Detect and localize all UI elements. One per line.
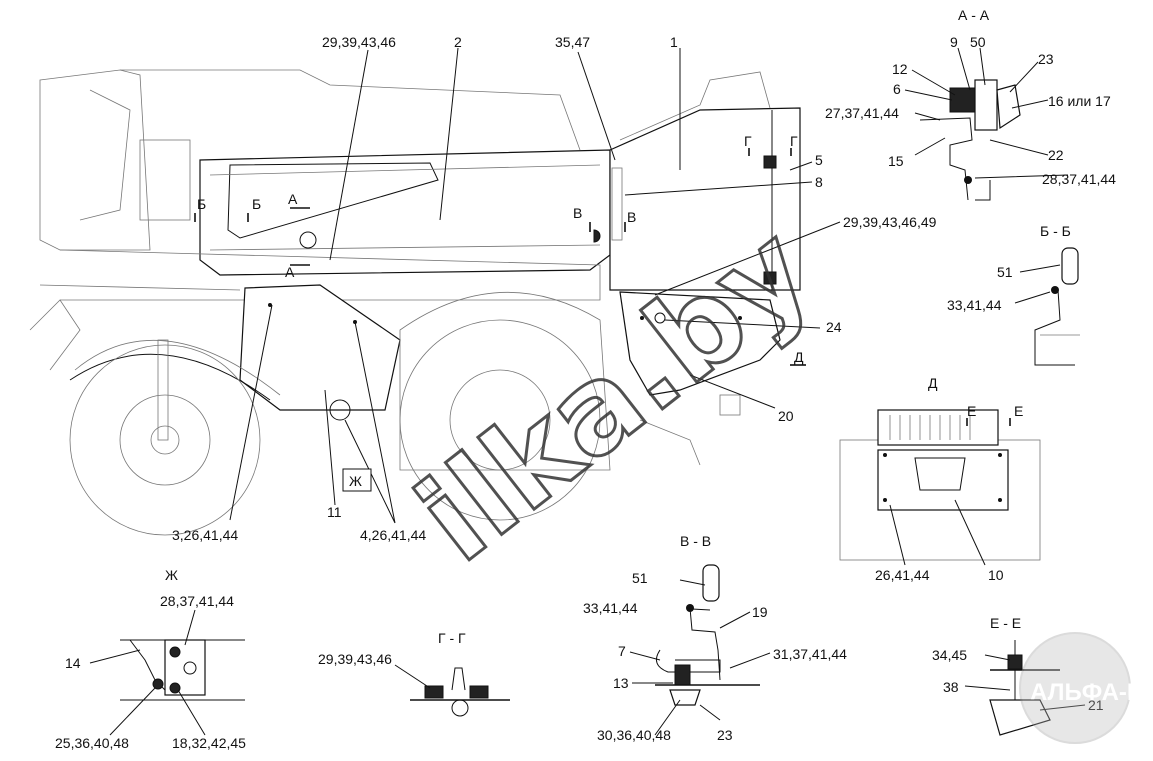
label-24: 24: [826, 319, 842, 335]
aa-label-15: 15: [888, 153, 904, 169]
gg-label-29-39-43-46: 29,39,43,46: [318, 651, 392, 667]
cut-markers: Б Б А А В В Г Г Д: [194, 133, 806, 366]
vv-label-23: 23: [717, 727, 733, 743]
label-3-26-41-44: 3,26,41,44: [172, 527, 238, 543]
vv-label-51: 51: [632, 570, 648, 586]
label-20: 20: [778, 408, 794, 424]
main-labels: 29,39,43,46 2 35,47 1 5 8 29,39,43,46,49…: [172, 34, 937, 543]
section-ee: Е - Е 34,45 38 21: [932, 615, 1104, 736]
vv-label-30-36-40-48: 30,36,40,48: [597, 727, 671, 743]
label-1: 1: [670, 34, 678, 50]
cut-b-left: Б: [197, 196, 206, 212]
zh-label-14: 14: [65, 655, 81, 671]
view-zh-title: Ж: [165, 567, 178, 583]
ee-label-34-45: 34,45: [932, 647, 967, 663]
label-11: 11: [327, 504, 342, 520]
bb-label-33-41-44: 33,41,44: [947, 297, 1002, 313]
main-view: [29, 69, 801, 536]
section-bb: Б - Б 51 33,41,44: [947, 223, 1080, 366]
view-zh: Ж 28,37,41,44 14 25,36,40,48 18,32,42,45: [55, 567, 246, 751]
label-4-26-41-44: 4,26,41,44: [360, 527, 426, 543]
vv-label-13: 13: [613, 675, 629, 691]
ee-label-21: 21: [1088, 697, 1104, 713]
label-29-39-43-46: 29,39,43,46: [322, 34, 396, 50]
cut-a-top: А: [288, 191, 298, 207]
aa-label-16-17: 16 или 17: [1048, 93, 1111, 109]
cut-a-bottom: А: [285, 264, 295, 280]
aa-label-22: 22: [1048, 147, 1064, 163]
label-zh-mark: Ж: [349, 473, 362, 489]
section-gg: Г - Г 29,39,43,46: [318, 630, 510, 717]
section-bb-title: Б - Б: [1040, 223, 1071, 239]
cut-d: Д: [794, 349, 804, 365]
cut-g-left: Г: [744, 133, 752, 149]
aa-label-9: 9: [950, 34, 958, 50]
d-label-10: 10: [988, 567, 1004, 583]
label-8: 8: [815, 174, 823, 190]
aa-label-23: 23: [1038, 51, 1054, 67]
view-d: Д Е Е 26,41,44 10: [839, 375, 1041, 583]
aa-label-50: 50: [970, 34, 986, 50]
section-aa: А - А 9 50 12 23 6 16 или 17 27,37,41,44…: [825, 7, 1116, 201]
label-5: 5: [815, 152, 823, 168]
bb-label-51: 51: [997, 264, 1013, 280]
bin-panel: [199, 149, 611, 276]
aa-label-27-37-41-44: 27,37,41,44: [825, 105, 899, 121]
aa-label-6: 6: [893, 81, 901, 97]
label-2: 2: [454, 34, 462, 50]
label-29-39-43-46-49: 29,39,43,46,49: [843, 214, 937, 230]
section-vv-title: В - В: [680, 533, 711, 549]
d-label-26-41-44: 26,41,44: [875, 567, 930, 583]
section-vv: В - В 51 33,41,44 19 7 31,37,41,44 13 30…: [583, 533, 847, 743]
section-aa-title: А - А: [958, 7, 990, 23]
label-35-47: 35,47: [555, 34, 590, 50]
cut-v-left: В: [573, 205, 582, 221]
d-cut-e-right: Е: [1014, 403, 1023, 419]
view-d-title: Д: [928, 375, 938, 391]
zh-label-25-36-40-48: 25,36,40,48: [55, 735, 129, 751]
zh-label-18-32-42-45: 18,32,42,45: [172, 735, 246, 751]
ee-label-38: 38: [943, 679, 959, 695]
zh-label-28-37-41-44: 28,37,41,44: [160, 593, 234, 609]
vv-label-31-37-41-44: 31,37,41,44: [773, 646, 847, 662]
cut-b-right: Б: [252, 196, 261, 212]
aa-label-12: 12: [892, 61, 908, 77]
d-cut-e-left: Е: [967, 403, 976, 419]
section-gg-title: Г - Г: [438, 630, 466, 646]
aa-label-28-37-41-44: 28,37,41,44: [1042, 171, 1116, 187]
cut-v-right: В: [627, 209, 636, 225]
stamp-logo: АЛЬФА-КА: [1019, 632, 1153, 744]
svg-text:АЛЬФА-КА: АЛЬФА-КА: [1030, 679, 1153, 706]
vv-label-33-41-44: 33,41,44: [583, 600, 638, 616]
cut-g-right: Г: [790, 133, 798, 149]
vv-label-7: 7: [618, 643, 626, 659]
section-ee-title: Е - Е: [990, 615, 1021, 631]
rear-compartment: [609, 107, 801, 291]
vv-label-19: 19: [752, 604, 768, 620]
leaders-main: [229, 47, 841, 524]
